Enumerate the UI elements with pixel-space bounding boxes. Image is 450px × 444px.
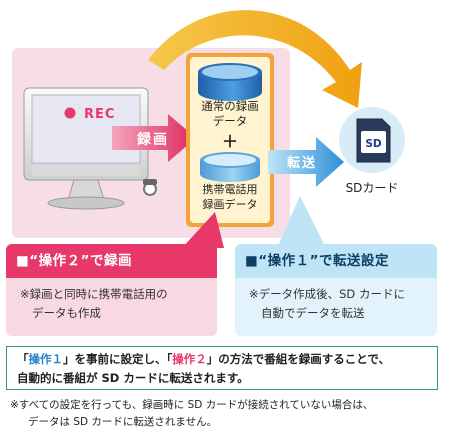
recording-callout-line-1: ※録画と同時に携帯電話用の: [20, 287, 168, 301]
summary-mid-2: 」の方法で番組を録画することで、: [206, 352, 390, 366]
summary-open-bracket: 「: [17, 352, 29, 366]
record-arrow: [112, 114, 196, 162]
transfer-callout-line-1: ※データ作成後、SD カードに: [249, 287, 405, 301]
transfer-callout-body: ※データ作成後、SD カードに 自動でデータを転送: [235, 278, 437, 336]
transfer-callout-line-2: 自動でデータを転送: [261, 306, 365, 320]
rec-screen-label: REC: [84, 107, 115, 122]
pc-monitor-icon: [23, 87, 157, 210]
mobile-recording-disk-icon: [200, 152, 260, 182]
recording-callout: ■“操作２”で録画 ※録画と同時に携帯電話用の データも作成: [6, 244, 217, 336]
recording-callout-line-2: データも作成: [32, 306, 101, 320]
sd-card-caption: SDカード: [346, 181, 399, 195]
mobile-recording-data-label-1: 携帯電話用: [203, 182, 258, 196]
plus-sign: ＋: [222, 132, 238, 151]
summary-line-2: 自動的に番組が SD カードに転送されます。: [17, 371, 249, 385]
transfer-callout-pointer: [277, 196, 326, 248]
summary-box: 「操作１」を事前に設定し、「操作２」の方法で番組を録画することで、 自動的に番組…: [6, 346, 438, 390]
rec-indicator-icon: [64, 107, 76, 119]
recording-callout-title: ■“操作２”で録画: [6, 244, 217, 278]
mobile-recording-data-label-2: 録画データ: [203, 197, 258, 211]
recording-callout-pointer: [182, 212, 224, 248]
transfer-callout-title: ■“操作１”で転送設定: [235, 244, 437, 278]
footnote-line-2: データは SD カードに転送されません。: [28, 416, 218, 428]
summary-mid-1: 」を事前に設定し、「: [63, 352, 173, 366]
summary-op1: 操作１: [28, 352, 64, 366]
normal-recording-disk-icon: [198, 63, 262, 101]
normal-recording-data-label-2: データ: [213, 114, 248, 128]
transfer-arrow: [268, 137, 344, 187]
transfer-callout: ■“操作１”で転送設定 ※データ作成後、SD カードに 自動でデータを転送: [235, 244, 437, 336]
summary-op2: 操作２: [172, 352, 207, 366]
footnote-line-1: ※すべての設定を行っても、録画時に SD カードが接続されていない場合は、: [10, 399, 374, 411]
transfer-arrow-label: 転送: [287, 155, 317, 171]
curved-transfer-arrow: [148, 10, 362, 108]
recording-callout-body: ※録画と同時に携帯電話用の データも作成: [6, 278, 217, 336]
normal-recording-data-label-1: 通常の録画: [201, 99, 259, 113]
sd-card-icon: [356, 118, 391, 163]
footnote: ※すべての設定を行っても、録画時に SD カードが接続されていない場合は、 デー…: [10, 397, 440, 431]
record-arrow-label: 録画: [137, 131, 169, 148]
summary-line-1: 「操作１」を事前に設定し、「操作２」の方法で番組を録画することで、: [17, 350, 437, 369]
sd-card-text: SD: [365, 138, 382, 150]
